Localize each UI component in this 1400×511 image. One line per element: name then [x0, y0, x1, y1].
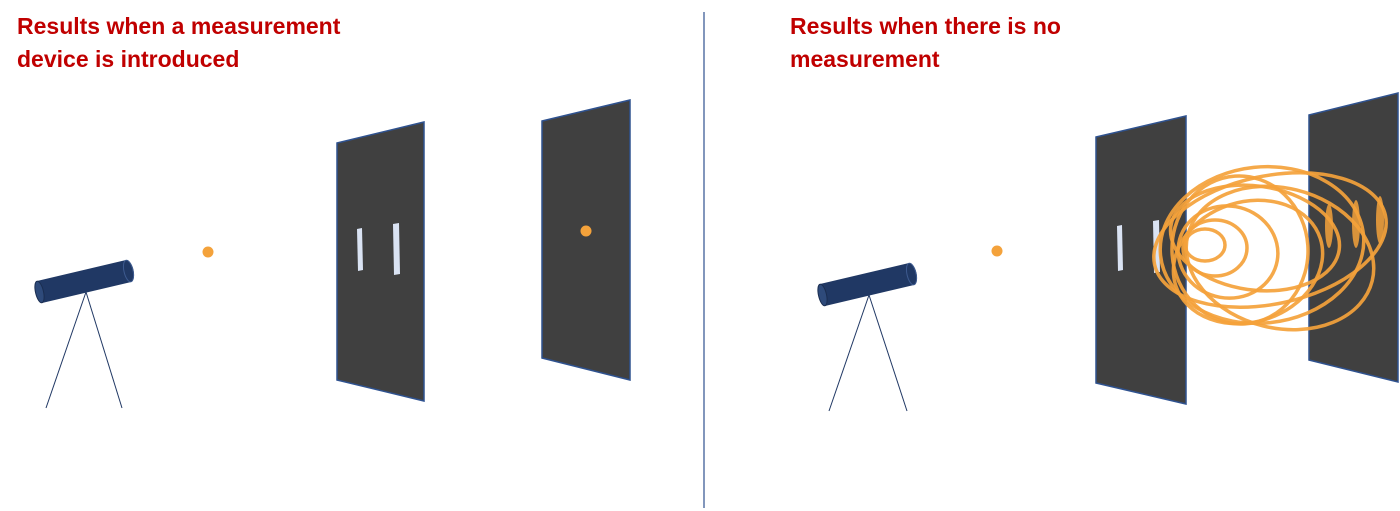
- telescope-icon: [34, 259, 135, 409]
- particle-dot: [991, 245, 1003, 257]
- slit: [1117, 225, 1123, 271]
- left-panel-title: Results when a measurement device is int…: [17, 13, 341, 72]
- telescope-icon: [817, 262, 918, 412]
- double-slit-screen: [336, 121, 425, 402]
- detector-screen: [541, 99, 631, 381]
- interference-waves: [1152, 164, 1388, 332]
- slit: [393, 223, 400, 275]
- right-panel: [817, 92, 1399, 412]
- right-panel-title: Results when there is no measurement: [790, 13, 1061, 72]
- particle-hit: [580, 225, 592, 237]
- slit: [357, 228, 363, 271]
- particle-dot: [202, 246, 214, 258]
- left-panel: [34, 99, 631, 409]
